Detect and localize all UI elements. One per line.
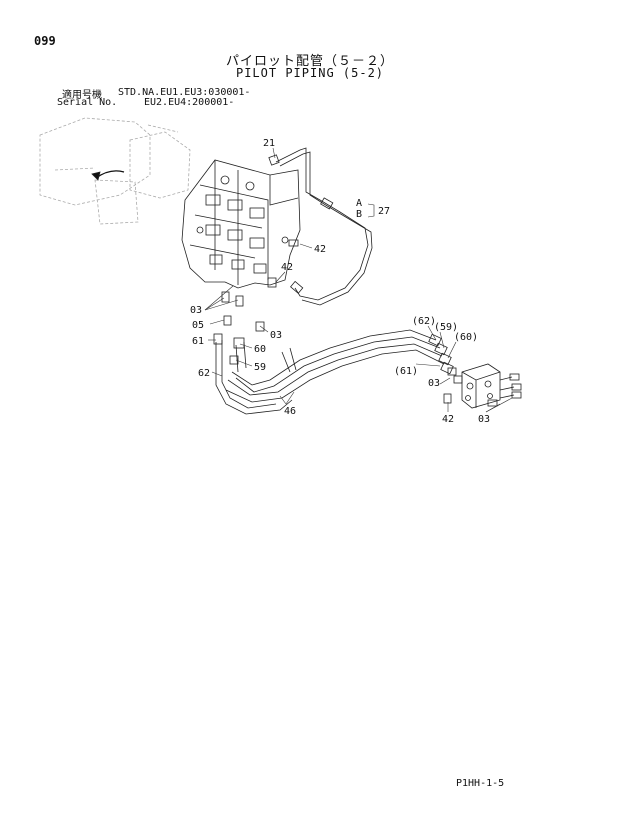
callout-03-center: 03	[270, 330, 282, 341]
callout-03-lower-right: 03	[478, 414, 490, 425]
callout-03-right: 03	[428, 378, 440, 389]
hose-end-fittings	[428, 333, 454, 375]
page-number: 099	[34, 34, 56, 48]
callout-62: 62	[198, 368, 210, 379]
callout-60-ref: (60)	[454, 332, 478, 343]
callout-03-left: 03	[190, 305, 202, 316]
callout-B: B	[356, 209, 362, 220]
title-english: PILOT PIPING (5-2)	[235, 66, 385, 80]
callout-61: 61	[192, 336, 204, 347]
serial-label-japanese: 適用号機	[62, 90, 102, 101]
callout-59: 59	[254, 362, 266, 373]
callout-A: A	[356, 198, 362, 209]
callout-27: 27	[378, 206, 390, 217]
callout-05: 05	[192, 320, 204, 331]
pilot-hose-bundle-46	[213, 329, 445, 415]
fitting-group-03	[221, 277, 277, 332]
callout-61-ref: (61)	[394, 366, 418, 377]
callout-60: 60	[254, 344, 266, 355]
callout-42-upper: 42	[314, 244, 326, 255]
leader-lines	[204, 147, 513, 413]
callout-42-middle: 42	[281, 262, 293, 273]
callout-59-ref: (59)	[434, 322, 458, 333]
arrow-icon	[91, 170, 125, 181]
serial-label-english: Serial No.	[57, 97, 118, 108]
document-code: P1HH-1-5	[456, 778, 505, 789]
title-japanese: パイロット配管（５－２）	[225, 54, 394, 69]
pilot-valve-block	[443, 363, 522, 409]
excavator-outline-illustration	[39, 117, 191, 225]
callout-42-lower: 42	[442, 414, 454, 425]
callout-62-ref: (62)	[412, 316, 436, 327]
control-valve-block	[181, 159, 301, 289]
serial-spec-2: EU2.EU4:200001-	[144, 97, 235, 108]
callout-21: 21	[263, 138, 275, 149]
serial-spec-1: STD.NA.EU1.EU3:030001-	[118, 87, 251, 98]
pilot-hose-27	[268, 147, 373, 306]
callout-46: 46	[284, 406, 296, 417]
